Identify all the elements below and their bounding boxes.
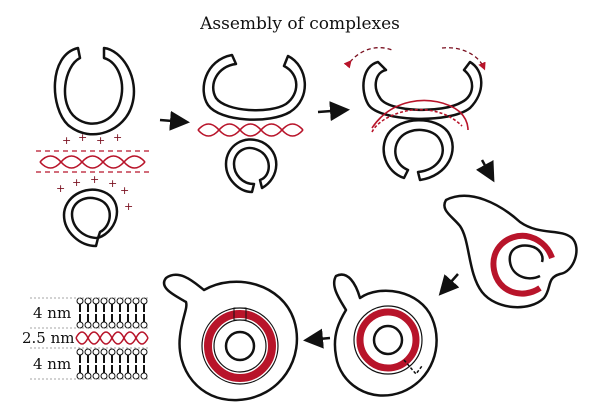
stage-1-separate-components: + + + + + + + + + + [36,46,150,248]
closing-gap-stage-5 [403,359,423,376]
positive-charges: + + + + + + + + + + [56,131,133,213]
upper-ring-stage-1 [53,46,136,136]
svg-text:+: + [96,134,105,147]
dna-helix-stage-1 [39,155,146,169]
svg-text:+: + [120,184,129,197]
stage-2-approach [197,53,307,194]
stage-3-opening [343,47,486,182]
zoom-box [233,307,247,321]
svg-text:+: + [56,182,65,195]
lower-ring-stage-1 [62,188,119,248]
svg-text:+: + [78,131,87,144]
lower-ring-stage-3 [382,119,454,182]
dna-helix-stage-2-strand-2 [197,123,304,137]
stage-4-partial-enclosure [443,194,578,309]
diagram-title: Assembly of complexes [200,14,400,34]
svg-text:+: + [113,131,122,144]
lower-ring-stage-2 [224,138,278,194]
lipid-bilayer-bottom [76,348,148,380]
dna-helix-stage-3-strand-2 [371,108,463,133]
stage-5-near-closed [332,273,438,397]
upper-ring-stage-2 [202,53,307,121]
inner-core-stage-6 [224,330,256,362]
svg-text:+: + [108,177,117,190]
scale-label-bottom: 4 nm [33,355,71,373]
dna-ring-stage-5 [356,308,420,372]
opening-arrow-left [343,47,393,69]
arrow-2 [317,101,350,122]
svg-text:+: + [90,173,99,186]
dna-helix-stage-3 [371,99,469,131]
zoom-inset: 4 nm 2.5 nm 4 nm [22,297,150,380]
dna-helix-stage-2 [197,123,304,137]
dna-ring-stage-4 [490,232,555,297]
lipid-bilayer-top [76,297,148,329]
svg-text:+: + [124,200,133,213]
svg-text:+: + [62,134,71,147]
arrow-1 [159,110,190,131]
dna-layer-inset-strand-2 [75,331,149,345]
upper-ring-stage-3 [362,60,483,121]
scale-label-middle: 2.5 nm [22,329,75,347]
arrow-4 [438,273,460,296]
scale-label-top: 4 nm [33,304,71,322]
opening-arrow-right [441,47,486,71]
arrow-5 [303,328,331,349]
dna-helix-stage-1-strand-2 [39,155,146,169]
stage-6-final-complex [162,273,299,402]
inner-ring-stage-5 [372,324,404,356]
svg-text:+: + [72,176,81,189]
arrow-3 [475,159,495,183]
inner-ring-stage-4 [508,244,544,280]
outer-membrane-line-stage-5 [353,305,423,375]
dna-ring-stage-6 [204,310,276,382]
